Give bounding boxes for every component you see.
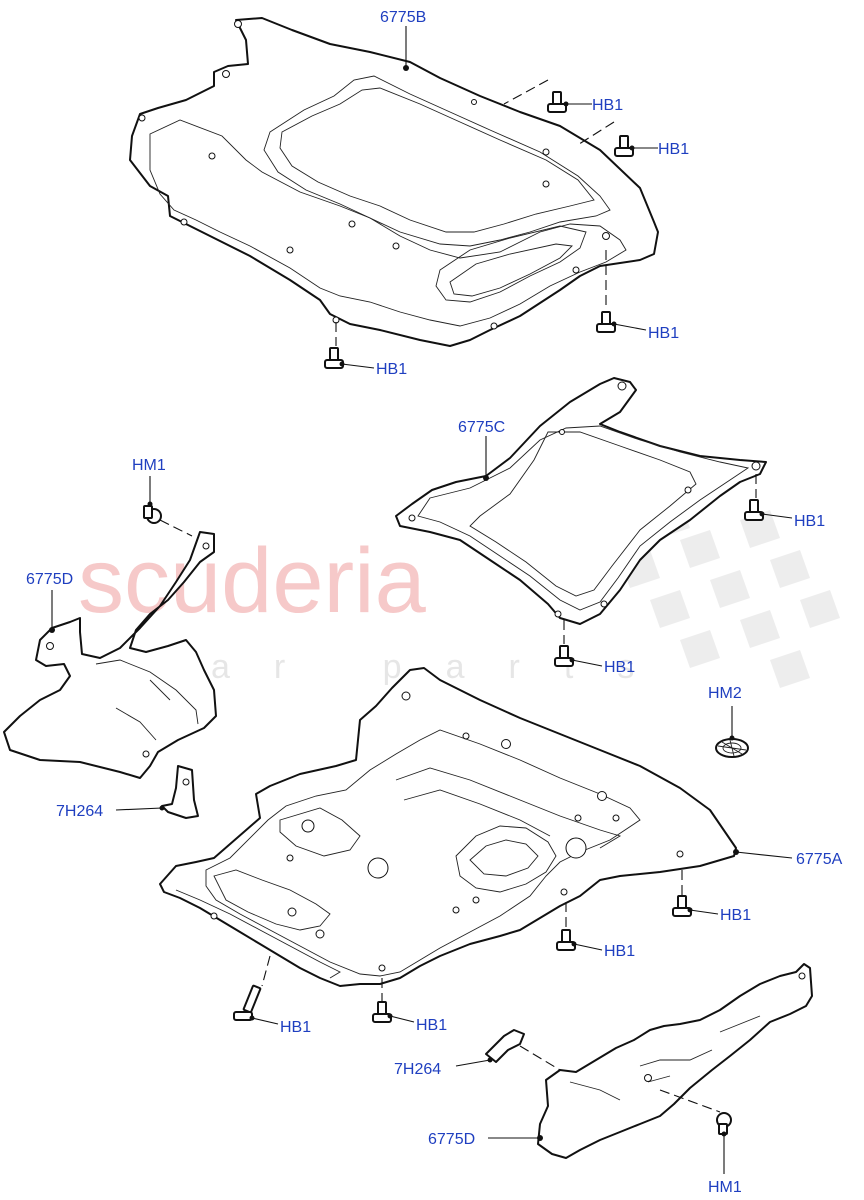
label-6775d-right[interactable]: 6775D <box>428 1131 475 1148</box>
label-6775a[interactable]: 6775A <box>796 851 843 868</box>
bolt-hb1-main-3-icon <box>372 1001 392 1023</box>
shield-6775c <box>395 377 767 625</box>
bolt-hb1-top-4-icon <box>324 347 344 369</box>
shield-6775a <box>159 667 737 987</box>
label-hb1-mid-2[interactable]: HB1 <box>604 659 635 676</box>
grommet-hm2-icon <box>715 738 749 758</box>
leader-lines <box>49 26 793 1174</box>
bolt-hb1-top-2-icon <box>614 135 634 157</box>
label-hb1-main-2[interactable]: HB1 <box>604 943 635 960</box>
guard-6775d-left <box>3 531 217 779</box>
label-hb1-top-3[interactable]: HB1 <box>648 325 679 342</box>
label-hb1-top-1[interactable]: HB1 <box>592 97 623 114</box>
shield-6775b <box>129 17 659 347</box>
label-hm2[interactable]: HM2 <box>708 685 742 702</box>
bolt-hb1-top-1-icon <box>547 91 567 113</box>
clip-hm1-left-icon <box>143 505 162 524</box>
checker-flag-watermark <box>590 500 840 688</box>
label-7h264-right[interactable]: 7H264 <box>394 1061 441 1078</box>
label-hb1-top-4[interactable]: HB1 <box>376 361 407 378</box>
watermark-brand: scuderia <box>78 530 427 632</box>
label-6775b[interactable]: 6775B <box>380 9 426 26</box>
bolt-hb1-mid-1-icon <box>744 499 764 521</box>
bracket-7h264-right <box>485 1029 525 1063</box>
guard-6775d-right <box>537 963 813 1159</box>
label-hb1-main-1[interactable]: HB1 <box>720 907 751 924</box>
label-6775c[interactable]: 6775C <box>458 419 505 436</box>
bolt-hb1-main-2-icon <box>556 929 576 951</box>
label-hb1-main-3[interactable]: HB1 <box>416 1017 447 1034</box>
bolt-hb1-main-4-icon <box>233 984 262 1021</box>
label-hb1-top-2[interactable]: HB1 <box>658 141 689 158</box>
callout-labels: 6775B HB1 HB1 HB1 HB1 6775C HB1 HB1 HM1 … <box>26 9 843 1196</box>
label-hb1-mid-1[interactable]: HB1 <box>794 513 825 530</box>
bracket-7h264-left <box>161 765 199 819</box>
label-hm1-left[interactable]: HM1 <box>132 457 166 474</box>
label-7h264-left[interactable]: 7H264 <box>56 803 103 820</box>
watermark-tagline: car parts <box>150 648 678 686</box>
fasteners <box>143 91 764 1135</box>
bolt-hb1-main-1-icon <box>672 895 692 917</box>
bolt-hb1-top-3-icon <box>596 311 616 333</box>
clip-hm1-right-icon <box>716 1112 732 1135</box>
label-hm1-right[interactable]: HM1 <box>708 1179 742 1196</box>
label-6775d-left[interactable]: 6775D <box>26 571 73 588</box>
watermark: scuderia car parts <box>78 500 840 688</box>
label-hb1-main-4[interactable]: HB1 <box>280 1019 311 1036</box>
